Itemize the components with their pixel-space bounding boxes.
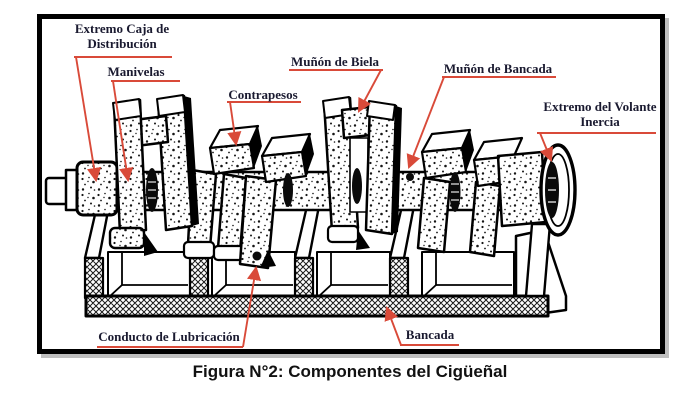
- label-munon-de-biela: Muñón de Biela: [290, 54, 380, 69]
- label-manivelas: Manivelas: [107, 64, 165, 79]
- label-conducto-de-lubricacion: Conducto de Lubricación: [98, 329, 240, 344]
- label-munon-de-bancada: Muñón de Bancada: [443, 61, 553, 76]
- figure-caption: Figura N°2: Componentes del Cigüeñal: [192, 362, 508, 381]
- label-bancada: Bancada: [405, 327, 455, 342]
- label-extremo-caja-distribucion: Extremo Caja de Distribución: [74, 21, 170, 51]
- label-extremo-del-volante-inercia: Extremo del Volante Inercia: [543, 99, 657, 129]
- label-contrapesos: Contrapesos: [228, 87, 298, 102]
